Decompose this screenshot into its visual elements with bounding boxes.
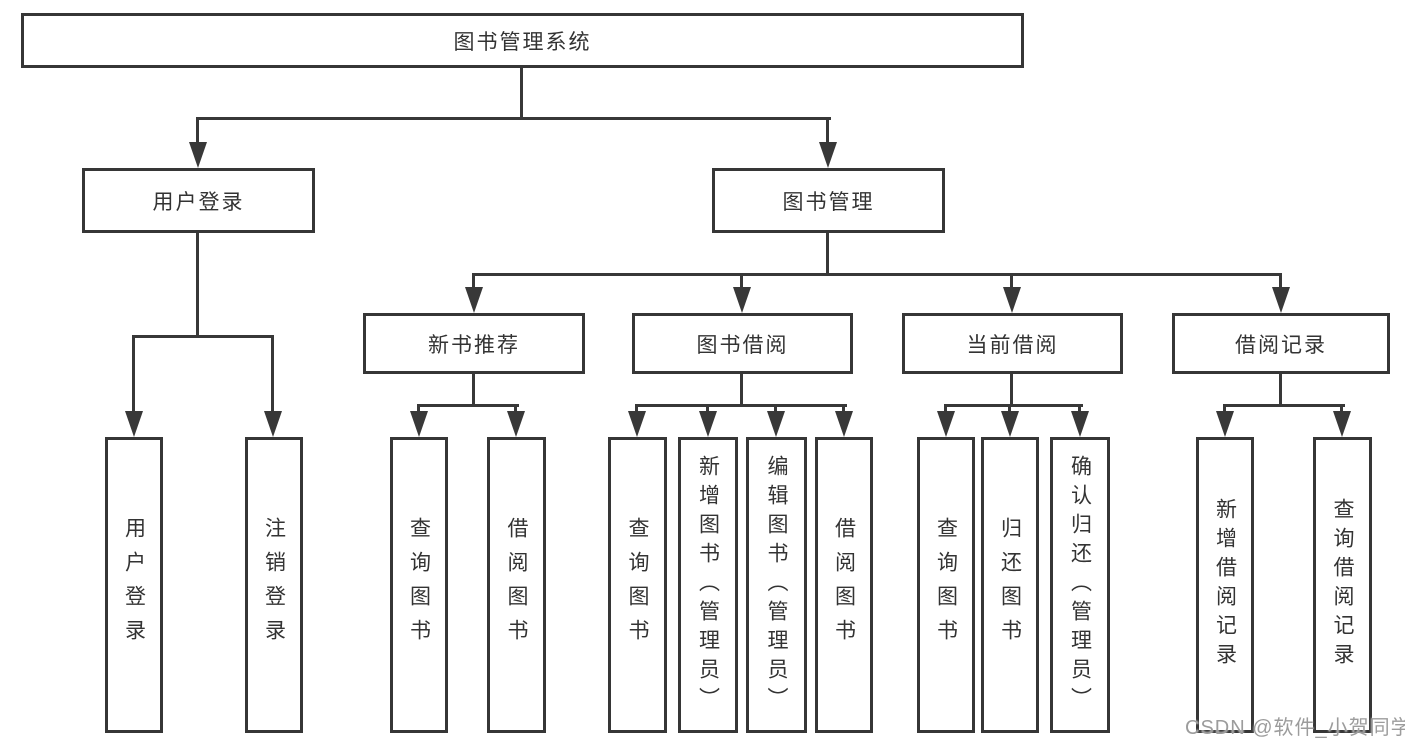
leaf-nbr-query-book: 查询图书 (390, 437, 448, 733)
connector-line (944, 404, 1083, 407)
node-root-label: 图书管理系统 (453, 30, 592, 54)
leaf-cb-query-book-label: 查询图书 (934, 517, 958, 653)
connector-line (417, 404, 519, 407)
connector-line (196, 117, 831, 120)
leaf-nbr-borrow-book-label: 借阅图书 (505, 517, 528, 653)
connector-line (1279, 273, 1282, 291)
arrow-down-icon (628, 411, 646, 437)
arrow-down-icon (937, 411, 955, 437)
connector-line (842, 404, 845, 415)
arrow-down-icon (125, 411, 143, 437)
leaf-nbr-borrow-book: 借阅图书 (487, 437, 546, 733)
connector-line (740, 273, 743, 291)
arrow-down-icon (410, 411, 428, 437)
node-current-borrow: 当前借阅 (902, 313, 1123, 374)
leaf-bb-edit-book-admin: 编辑图书（管理员） (746, 437, 807, 733)
leaf-br-query-record: 查询借阅记录 (1313, 437, 1372, 733)
connector-line (271, 335, 274, 415)
leaf-cb-return-book-label: 归还图书 (998, 517, 1022, 653)
node-book-management: 图书管理 (712, 168, 945, 233)
leaf-bb-borrow-book-label: 借阅图书 (832, 517, 856, 653)
connector-line (1078, 404, 1081, 415)
connector-line (944, 404, 947, 415)
connector-line (740, 374, 743, 407)
leaf-br-add-record: 新增借阅记录 (1196, 437, 1254, 733)
node-borrow-record: 借阅记录 (1172, 313, 1390, 374)
arrow-down-icon (835, 411, 853, 437)
leaf-logout: 注销登录 (245, 437, 303, 733)
connector-line (196, 233, 199, 338)
leaf-user-login: 用户登录 (105, 437, 163, 733)
connector-line (1008, 404, 1011, 415)
node-borrow-record-label: 借阅记录 (1235, 333, 1327, 357)
arrow-down-icon (1272, 287, 1290, 313)
connector-line (514, 404, 517, 415)
connector-line (774, 404, 777, 415)
arrow-down-icon (699, 411, 717, 437)
leaf-bb-add-book-admin: 新增图书（管理员） (678, 437, 738, 733)
connector-line (472, 273, 475, 291)
leaf-bb-borrow-book: 借阅图书 (815, 437, 873, 733)
leaf-cb-return-book: 归还图书 (981, 437, 1039, 733)
leaf-user-login-label: 用户登录 (122, 517, 146, 653)
leaf-bb-query-book: 查询图书 (608, 437, 667, 733)
connector-line (1010, 374, 1013, 407)
arrow-down-icon (1333, 411, 1351, 437)
node-root: 图书管理系统 (21, 13, 1024, 68)
arrow-down-icon (1001, 411, 1019, 437)
node-user-login-label: 用户登录 (152, 190, 245, 214)
connector-line (826, 117, 829, 144)
arrow-down-icon (1216, 411, 1234, 437)
leaf-bb-edit-book-admin-label: 编辑图书（管理员） (765, 454, 788, 716)
watermark: CSDN @软件_小贺同学 (1185, 717, 1405, 739)
arrow-down-icon (767, 411, 785, 437)
arrow-down-icon (507, 411, 525, 437)
connector-line (132, 335, 135, 415)
connector-line (1340, 404, 1343, 415)
leaf-logout-label: 注销登录 (262, 517, 286, 653)
arrow-down-icon (819, 142, 837, 168)
connector-line (635, 404, 638, 415)
node-new-book-recommend-label: 新书推荐 (428, 333, 520, 357)
connector-line (472, 374, 475, 407)
connector-line (1223, 404, 1345, 407)
connector-line (1279, 374, 1282, 407)
arrow-down-icon (733, 287, 751, 313)
node-user-login: 用户登录 (82, 168, 315, 233)
leaf-br-query-record-label: 查询借阅记录 (1331, 498, 1354, 672)
node-book-borrow-label: 图书借阅 (696, 333, 789, 357)
leaf-br-add-record-label: 新增借阅记录 (1213, 498, 1237, 672)
connector-line (635, 404, 847, 407)
connector-line (1223, 404, 1226, 415)
connector-line (1010, 273, 1013, 291)
leaf-cb-confirm-return-admin: 确认归还（管理员） (1050, 437, 1110, 733)
node-new-book-recommend: 新书推荐 (363, 313, 585, 374)
connector-line (132, 335, 274, 338)
connector-line (196, 117, 199, 144)
connector-line (472, 273, 1282, 276)
arrow-down-icon (465, 287, 483, 313)
node-current-borrow-label: 当前借阅 (966, 333, 1059, 357)
leaf-bb-query-book-label: 查询图书 (626, 517, 649, 653)
leaf-cb-query-book: 查询图书 (917, 437, 975, 733)
arrow-down-icon (264, 411, 282, 437)
node-book-management-label: 图书管理 (782, 190, 875, 214)
arrow-down-icon (1071, 411, 1089, 437)
node-book-borrow: 图书借阅 (632, 313, 853, 374)
connector-line (417, 404, 420, 415)
connector-line (706, 404, 709, 415)
connector-line (520, 68, 523, 120)
connector-line (826, 233, 829, 276)
leaf-nbr-query-book-label: 查询图书 (407, 517, 431, 653)
arrow-down-icon (189, 142, 207, 168)
leaf-bb-add-book-admin-label: 新增图书（管理员） (696, 454, 720, 716)
leaf-cb-confirm-return-admin-label: 确认归还（管理员） (1068, 454, 1092, 716)
arrow-down-icon (1003, 287, 1021, 313)
